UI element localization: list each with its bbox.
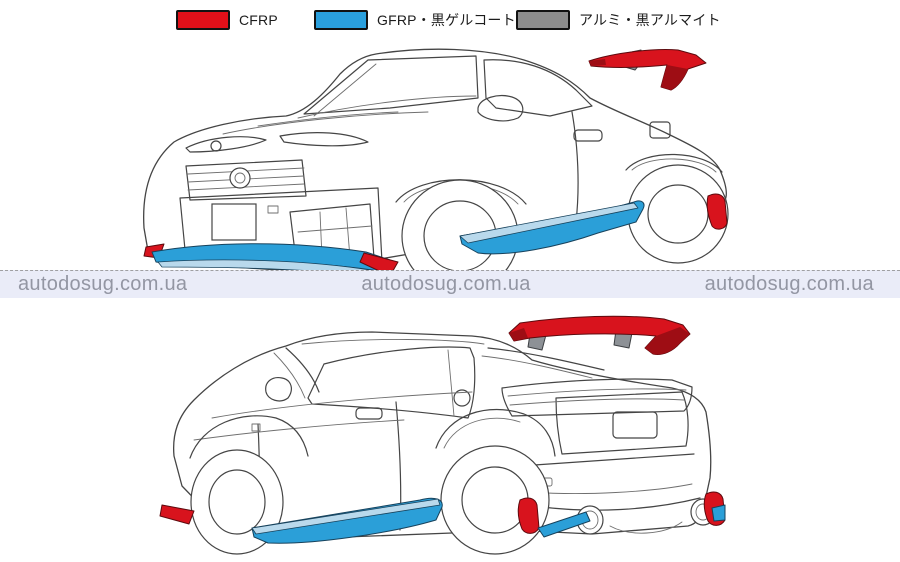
diffuser-fin-left-gfrp [537,511,591,538]
diffuser-fin-right-gfrp [711,504,726,522]
rear-wing-cfrp [588,49,707,91]
side-skirt-gfrp [459,200,645,255]
rear-spat-left-cfrp [517,497,540,534]
materials-legend: CFRP GFRP・黒ゲルコート アルミ・黒アルマイト [0,0,900,40]
left-headlight [185,136,267,153]
front-three-quarter-view-illustration [143,48,729,271]
front-canard-cfrp [159,504,195,525]
aluminum-color-swatch [516,10,570,30]
legend-item-aluminum: アルミ・黒アルマイト [516,10,721,30]
body-line-art [189,339,701,534]
fuel-door [649,121,671,139]
front-lip-spoiler-gfrp [143,243,399,271]
side-skirt-gfrp [251,497,443,544]
rear-side-spat-cfrp [706,193,728,230]
rear-three-quarter-view-illustration [159,315,726,555]
watermark-right: autodosug.com.ua [704,272,874,295]
brand-emblem [229,167,251,189]
legend-label-aluminum: アルミ・黒アルマイト [579,12,721,28]
body-line-art [179,55,724,263]
side-mirror [265,377,292,402]
legend-label-cfrp: CFRP [239,12,278,28]
watermark-band: autodosug.com.ua autodosug.com.ua autodo… [0,270,900,298]
side-mirror [477,95,524,122]
fuel-cap [453,389,471,407]
legend-item-cfrp: CFRP [176,10,278,30]
license-plate [211,203,257,241]
rear-window [555,391,689,455]
front-right-canard-cfrp [359,252,399,271]
watermark-left: autodosug.com.ua [18,272,188,295]
rear-wing-cfrp [508,315,691,355]
door-handle [355,407,383,420]
legend-label-gfrp: GFRP・黒ゲルコート [377,12,516,28]
upper-grille [185,159,307,201]
gfrp-color-swatch [314,10,368,30]
tail-light-band [501,378,693,417]
door-handle [573,129,603,142]
cfrp-color-swatch [176,10,230,30]
right-headlight [279,132,369,147]
legend-item-gfrp: GFRP・黒ゲルコート [314,10,516,30]
watermark-center: autodosug.com.ua [361,272,531,295]
